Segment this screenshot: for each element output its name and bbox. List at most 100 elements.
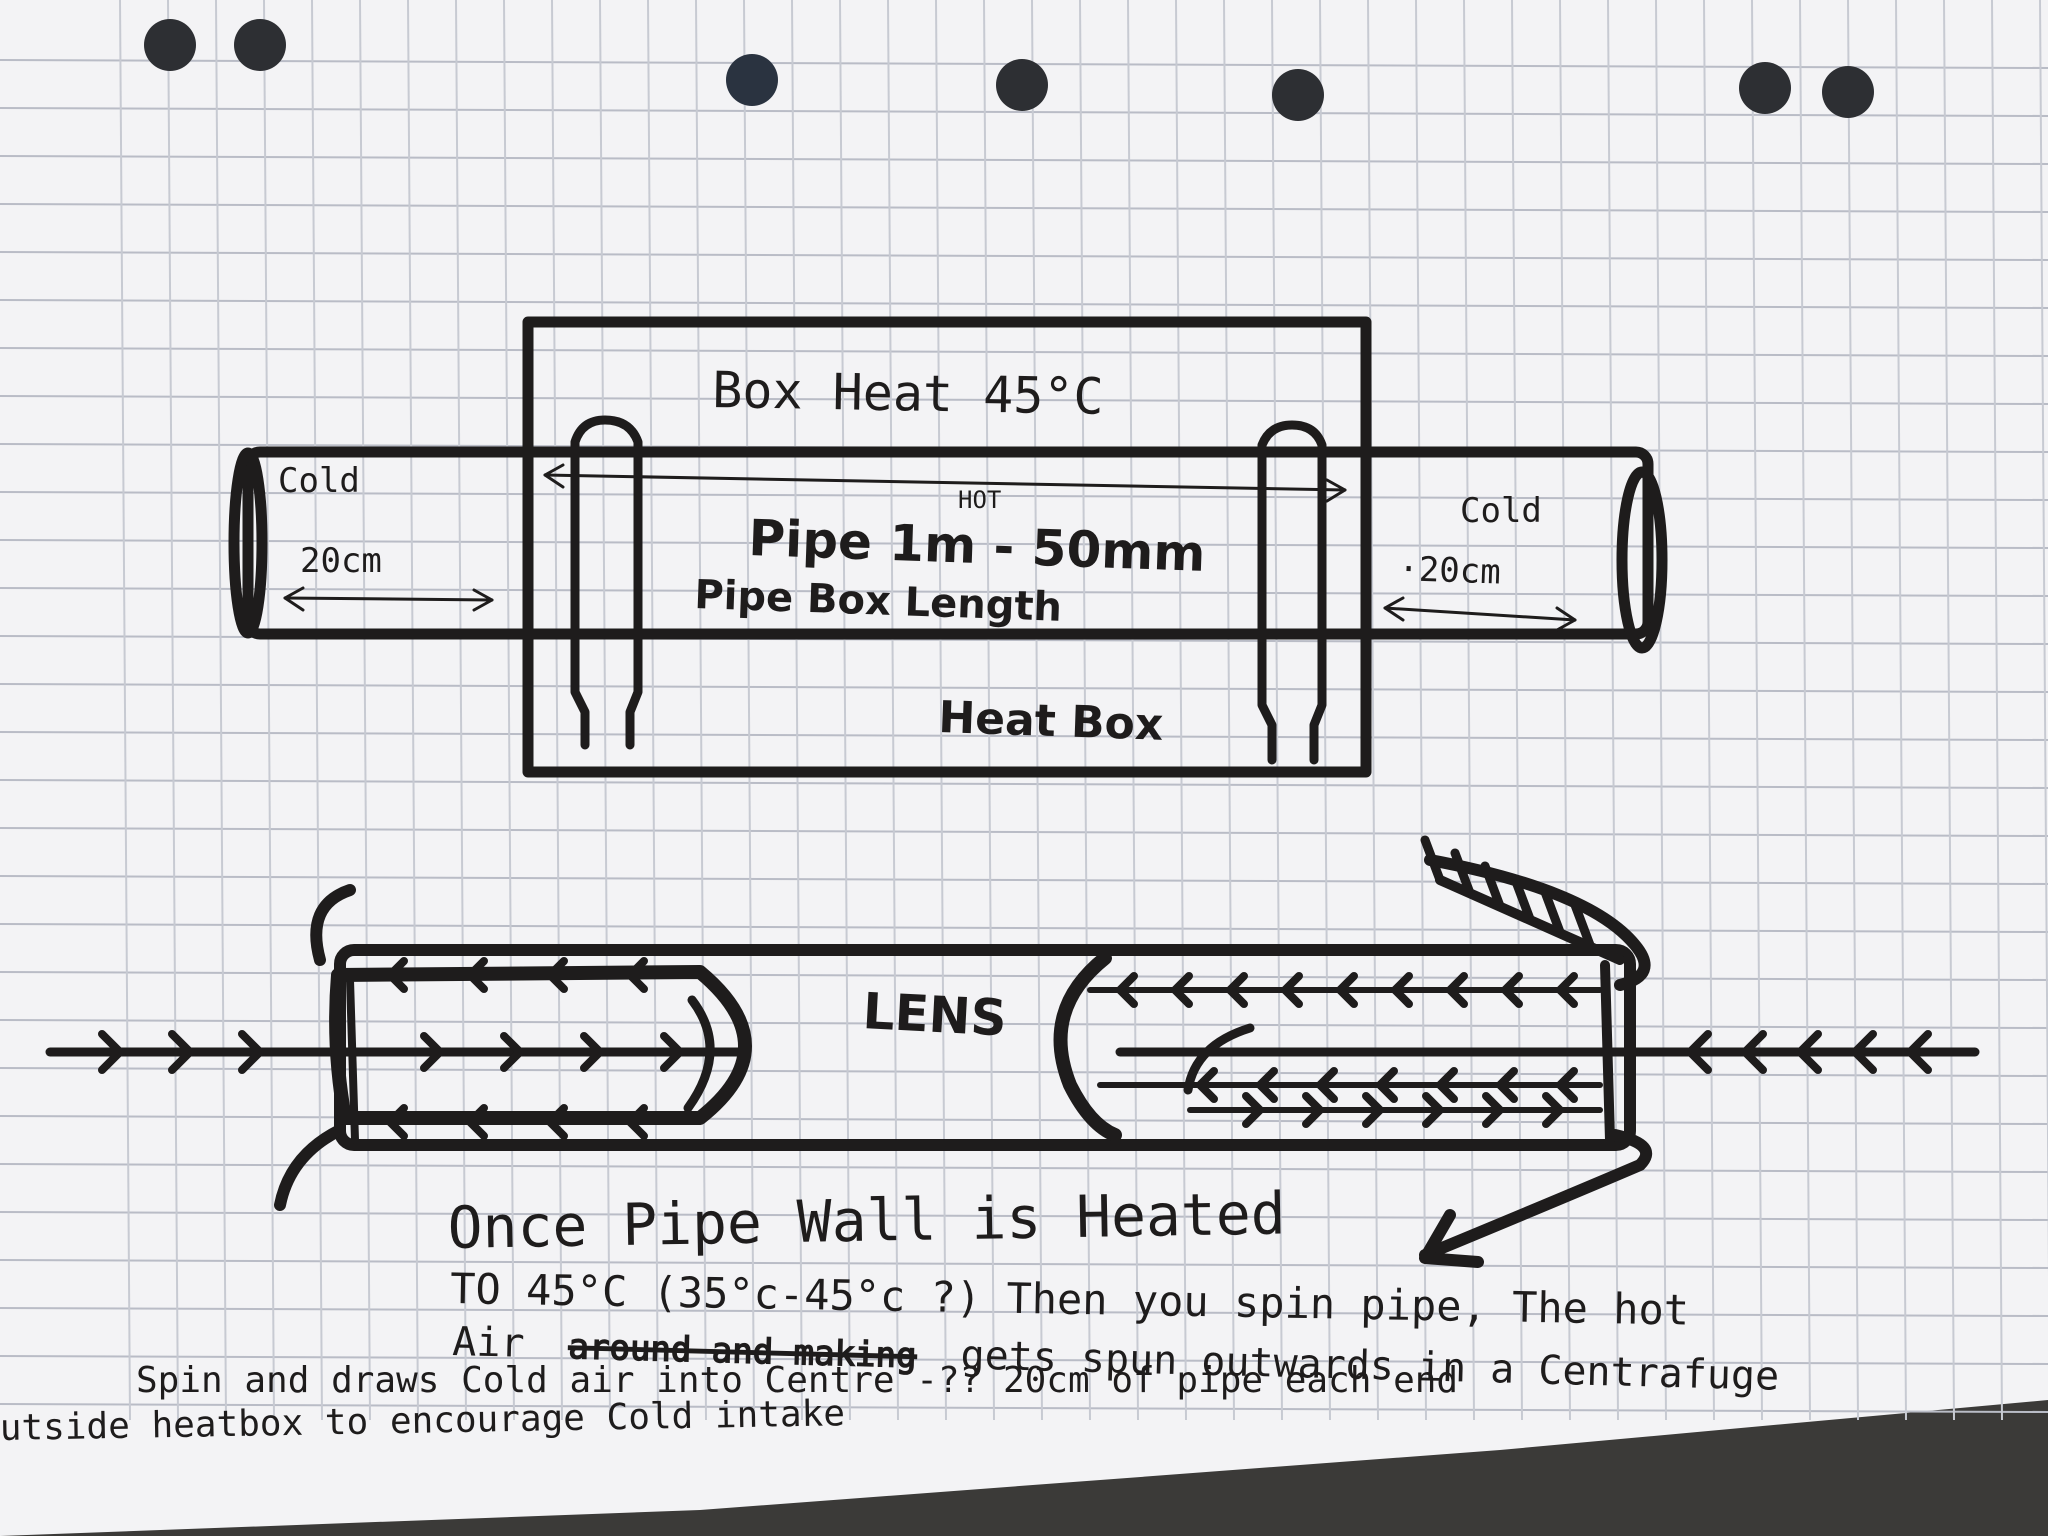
- pipe-right-end: [1616, 466, 1668, 654]
- ruled-column: [743, 0, 755, 1421]
- flow-chevron: [1242, 1092, 1264, 1128]
- binder-hole: [996, 59, 1048, 111]
- binder-hole: [726, 54, 778, 106]
- ruled-column: [1799, 0, 1811, 1421]
- ruled-line: [0, 1355, 2048, 1365]
- ruled-line: [0, 203, 2048, 213]
- heat-box-outline: [522, 316, 1372, 778]
- flow-chevron: [1422, 1092, 1444, 1128]
- ruled-column: [455, 0, 467, 1421]
- cold-left-label: Cold: [278, 461, 360, 501]
- ruled-line: [0, 683, 2048, 693]
- flow-chevron: [238, 1030, 264, 1074]
- ruled-column: [983, 0, 995, 1421]
- ruled-column: [1127, 0, 1139, 1421]
- flow-chevron: [1116, 972, 1138, 1008]
- flow-chevron: [1376, 1067, 1398, 1103]
- dimension-arrow-left: [283, 586, 494, 612]
- heat-box-label: Heat Box: [938, 692, 1165, 751]
- ruled-line: [0, 827, 2048, 837]
- flow-chevron: [1556, 1067, 1578, 1103]
- ruled-line: [0, 1259, 2048, 1269]
- ruled-column: [1847, 0, 1859, 1421]
- flow-chevron: [1226, 972, 1248, 1008]
- length-right-label: ·20cm: [1398, 549, 1502, 593]
- ruled-column: [2039, 0, 2048, 1279]
- ruled-column: [1943, 0, 1955, 1421]
- ruled-column: [1223, 0, 1235, 1421]
- ruled-line: [0, 1211, 2048, 1221]
- ruled-line: [0, 539, 2048, 549]
- ruled-column: [1463, 0, 1475, 1421]
- ruled-column: [935, 0, 947, 1421]
- pipe-left-end: [228, 447, 268, 639]
- ruled-line: [0, 731, 2048, 741]
- flow-line: [1570, 900, 1595, 950]
- ruled-column: [887, 0, 899, 1421]
- ruled-column: [1895, 0, 1907, 1421]
- lens-label: LENS: [861, 982, 1008, 1047]
- ruled-column: [1367, 0, 1379, 1421]
- ruled-column: [359, 0, 371, 1421]
- ruled-column: [1415, 0, 1427, 1421]
- binder-hole: [144, 19, 196, 71]
- ruled-line: [0, 1403, 2048, 1413]
- ruled-line: [0, 1307, 2048, 1317]
- ruled-column: [791, 0, 803, 1421]
- flow-chevron: [1906, 1030, 1932, 1074]
- binder-hole: [1739, 62, 1791, 114]
- ruled-column: [695, 0, 707, 1421]
- heat-box-diagram: Box Heat 45°C Cold 20cm HOT Pipe 1m - 50…: [228, 316, 1668, 778]
- support-bracket-left: [570, 415, 643, 750]
- ruled-line: [0, 779, 2048, 789]
- lens-right: [1053, 951, 1122, 1142]
- binder-hole: [1272, 69, 1324, 121]
- hook-bottom-right: [1419, 1129, 1652, 1261]
- flow-chevron: [1851, 1030, 1877, 1074]
- hook-top-right: [1424, 854, 1651, 991]
- flow-chevron: [1556, 972, 1578, 1008]
- flow-chevron: [1496, 1067, 1518, 1103]
- dimension-arrow-right: [1383, 596, 1577, 632]
- cold-right-label: Cold: [1460, 491, 1542, 531]
- flow-chevron: [1391, 972, 1413, 1008]
- length-left-label: 20cm: [300, 541, 382, 581]
- ruled-column: [167, 0, 179, 1421]
- ruled-column: [215, 0, 227, 1421]
- hook-bottom-left: [274, 1124, 346, 1211]
- ruled-column: [839, 0, 851, 1421]
- ruled-line: [0, 1163, 2048, 1173]
- flow-chevron: [1796, 1030, 1822, 1074]
- flow-chevron: [1362, 1092, 1384, 1128]
- hot-label: HOT: [958, 486, 1001, 514]
- pipe-outline: [242, 446, 1654, 640]
- flow-chevron: [1482, 1092, 1504, 1128]
- ruled-column: [647, 0, 659, 1421]
- hook-arrowhead: [1419, 1209, 1484, 1268]
- binder-holes: [144, 19, 1874, 121]
- pipe-inner-wall-right: [1600, 960, 1615, 1145]
- flow-chevron: [1316, 1067, 1338, 1103]
- flow-chevron: [168, 1030, 194, 1074]
- note-line-3-start: Air: [452, 1319, 525, 1367]
- ruled-column: [407, 0, 419, 1421]
- ruled-column: [1991, 0, 2003, 1421]
- flow-chevron: [1436, 1067, 1458, 1103]
- flow-chevron: [1256, 1067, 1278, 1103]
- ruled-column: [1703, 0, 1715, 1421]
- ruled-column: [599, 0, 611, 1421]
- airflow-diagram: LENS: [45, 835, 1980, 1268]
- ruled-column: [503, 0, 515, 1421]
- ruled-line: [0, 875, 2048, 885]
- ruled-column: [1655, 0, 1667, 1421]
- ruled-line: [0, 155, 2048, 165]
- ruled-column: [1175, 0, 1187, 1421]
- binder-hole: [1822, 66, 1874, 118]
- flow-chevron: [1302, 1092, 1324, 1128]
- flow-chevron: [1686, 1030, 1712, 1074]
- box-heat-label: Box Heat 45°C: [712, 361, 1104, 426]
- ruled-line: [0, 923, 2048, 933]
- ruled-column: [263, 0, 275, 1421]
- flow-chevron: [1501, 972, 1523, 1008]
